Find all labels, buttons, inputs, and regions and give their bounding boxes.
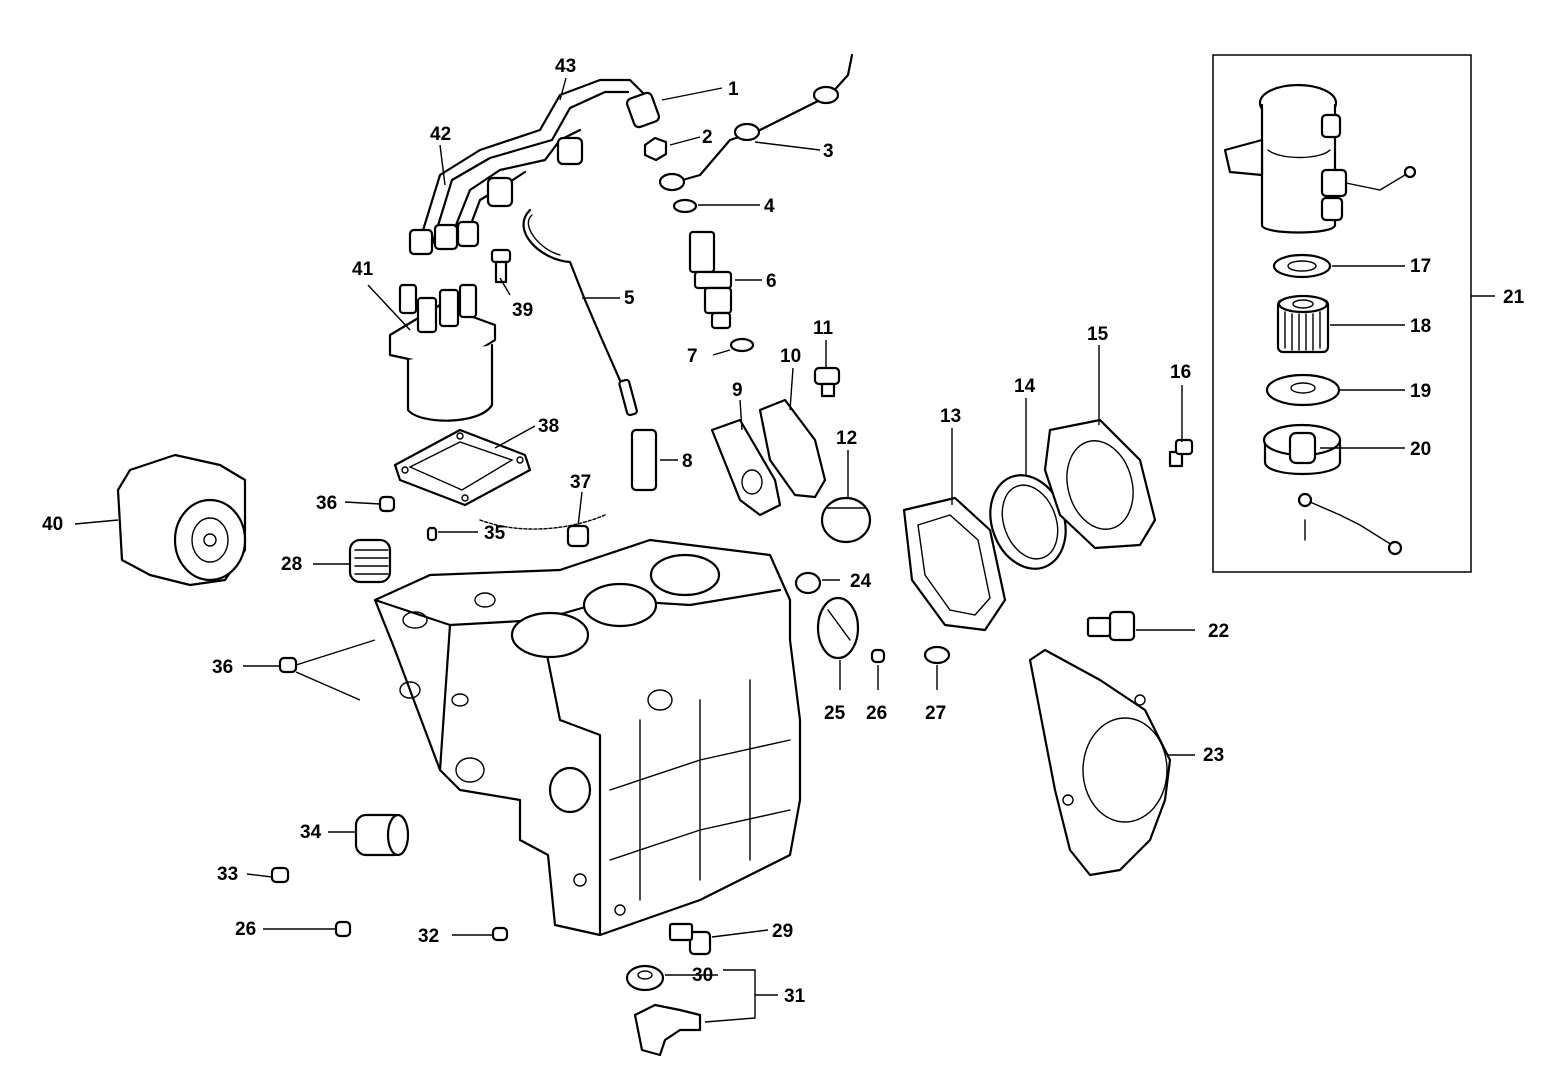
bolt-22 bbox=[1086, 610, 1136, 642]
callout-22: 22 bbox=[1208, 621, 1229, 642]
callout-15: 15 bbox=[1087, 324, 1109, 345]
callout-26a: 26 bbox=[866, 703, 887, 724]
cylinder-block bbox=[373, 538, 802, 937]
callout-33: 33 bbox=[217, 864, 238, 885]
plug-37 bbox=[566, 524, 590, 548]
callout-2: 2 bbox=[702, 127, 713, 148]
callout-12: 12 bbox=[836, 428, 857, 449]
gasket-13 bbox=[902, 496, 1007, 632]
overflow-pipe-3 bbox=[658, 53, 854, 192]
pipe-34 bbox=[354, 813, 410, 857]
callout-10: 10 bbox=[780, 346, 801, 367]
callout-17: 17 bbox=[1410, 256, 1431, 277]
callout-9: 9 bbox=[732, 380, 743, 401]
plug-32 bbox=[491, 926, 509, 942]
callout-29: 29 bbox=[772, 921, 793, 942]
callout-36b: 36 bbox=[212, 657, 233, 678]
callout-labels: 1 2 3 4 5 6 7 8 9 10 11 12 13 14 15 16 1… bbox=[42, 56, 1525, 1007]
nut-30 bbox=[625, 964, 665, 992]
bolt-29 bbox=[668, 922, 712, 956]
callout-39: 39 bbox=[512, 300, 533, 321]
nozzle-holder-6 bbox=[688, 230, 733, 330]
nut-2 bbox=[643, 136, 668, 162]
callout-41: 41 bbox=[352, 259, 374, 280]
elbow-31 bbox=[633, 1003, 702, 1057]
plug-26 bbox=[870, 648, 886, 664]
callout-42: 42 bbox=[430, 124, 451, 145]
callout-32: 32 bbox=[418, 926, 439, 947]
plug-36a bbox=[378, 495, 396, 513]
feed-pump-assembly-frame bbox=[1212, 54, 1495, 573]
callout-28: 28 bbox=[281, 554, 302, 575]
plate-23 bbox=[1028, 648, 1172, 877]
dipstick-5 bbox=[522, 208, 638, 417]
callout-40: 40 bbox=[42, 514, 63, 535]
callout-27: 27 bbox=[925, 703, 946, 724]
filter-element-18 bbox=[1276, 294, 1330, 354]
leader-lines bbox=[74, 77, 1405, 1023]
callout-37: 37 bbox=[570, 472, 591, 493]
plug-12 bbox=[820, 496, 872, 544]
fuel-injection-pipes bbox=[408, 78, 661, 256]
gasket-9 bbox=[710, 418, 782, 517]
callout-34: 34 bbox=[300, 822, 322, 843]
callout-13: 13 bbox=[940, 406, 961, 427]
callout-5: 5 bbox=[624, 288, 635, 309]
callout-20: 20 bbox=[1410, 439, 1431, 460]
bolt-39 bbox=[490, 248, 512, 284]
bolt-11 bbox=[813, 366, 841, 398]
callout-6: 6 bbox=[766, 271, 777, 292]
oil-filter-40 bbox=[116, 453, 247, 587]
injection-pump-41 bbox=[388, 283, 497, 422]
plug-36b bbox=[278, 656, 298, 674]
pin-35 bbox=[426, 526, 438, 542]
cap-25 bbox=[816, 596, 860, 660]
callout-25: 25 bbox=[824, 703, 846, 724]
callout-14: 14 bbox=[1014, 376, 1036, 397]
callout-18: 18 bbox=[1410, 316, 1431, 337]
bolt-16 bbox=[1168, 438, 1194, 468]
callout-26b: 26 bbox=[235, 919, 256, 940]
callout-36a: 36 bbox=[316, 493, 337, 514]
plug-26b bbox=[334, 920, 352, 938]
callout-7: 7 bbox=[687, 346, 698, 367]
callout-1: 1 bbox=[728, 79, 739, 100]
gasket-38 bbox=[393, 428, 532, 507]
plug-33 bbox=[270, 866, 290, 884]
callout-38: 38 bbox=[538, 416, 559, 437]
callout-19: 19 bbox=[1410, 381, 1431, 402]
callout-21: 21 bbox=[1503, 287, 1525, 308]
washer-4 bbox=[672, 198, 698, 214]
packing-19 bbox=[1265, 373, 1341, 407]
callout-3: 3 bbox=[823, 141, 834, 162]
retainer-15 bbox=[1043, 418, 1157, 550]
callout-16: 16 bbox=[1170, 362, 1191, 383]
callout-24: 24 bbox=[850, 571, 872, 592]
callout-8: 8 bbox=[682, 451, 693, 472]
gasket-17 bbox=[1272, 253, 1332, 279]
pipe-28 bbox=[348, 538, 392, 584]
washer-7 bbox=[729, 337, 755, 353]
callout-11: 11 bbox=[813, 318, 834, 339]
feed-pump-wire bbox=[1297, 492, 1403, 556]
callout-4: 4 bbox=[764, 196, 775, 217]
callout-31: 31 bbox=[784, 986, 806, 1007]
callout-35: 35 bbox=[484, 523, 506, 544]
dipstick-guide-8 bbox=[630, 428, 658, 492]
callout-43: 43 bbox=[555, 56, 576, 77]
plug-27 bbox=[923, 645, 951, 665]
callout-30: 30 bbox=[692, 965, 713, 986]
plug-24 bbox=[794, 571, 822, 595]
cover-20 bbox=[1262, 423, 1342, 476]
callout-23: 23 bbox=[1203, 745, 1224, 766]
